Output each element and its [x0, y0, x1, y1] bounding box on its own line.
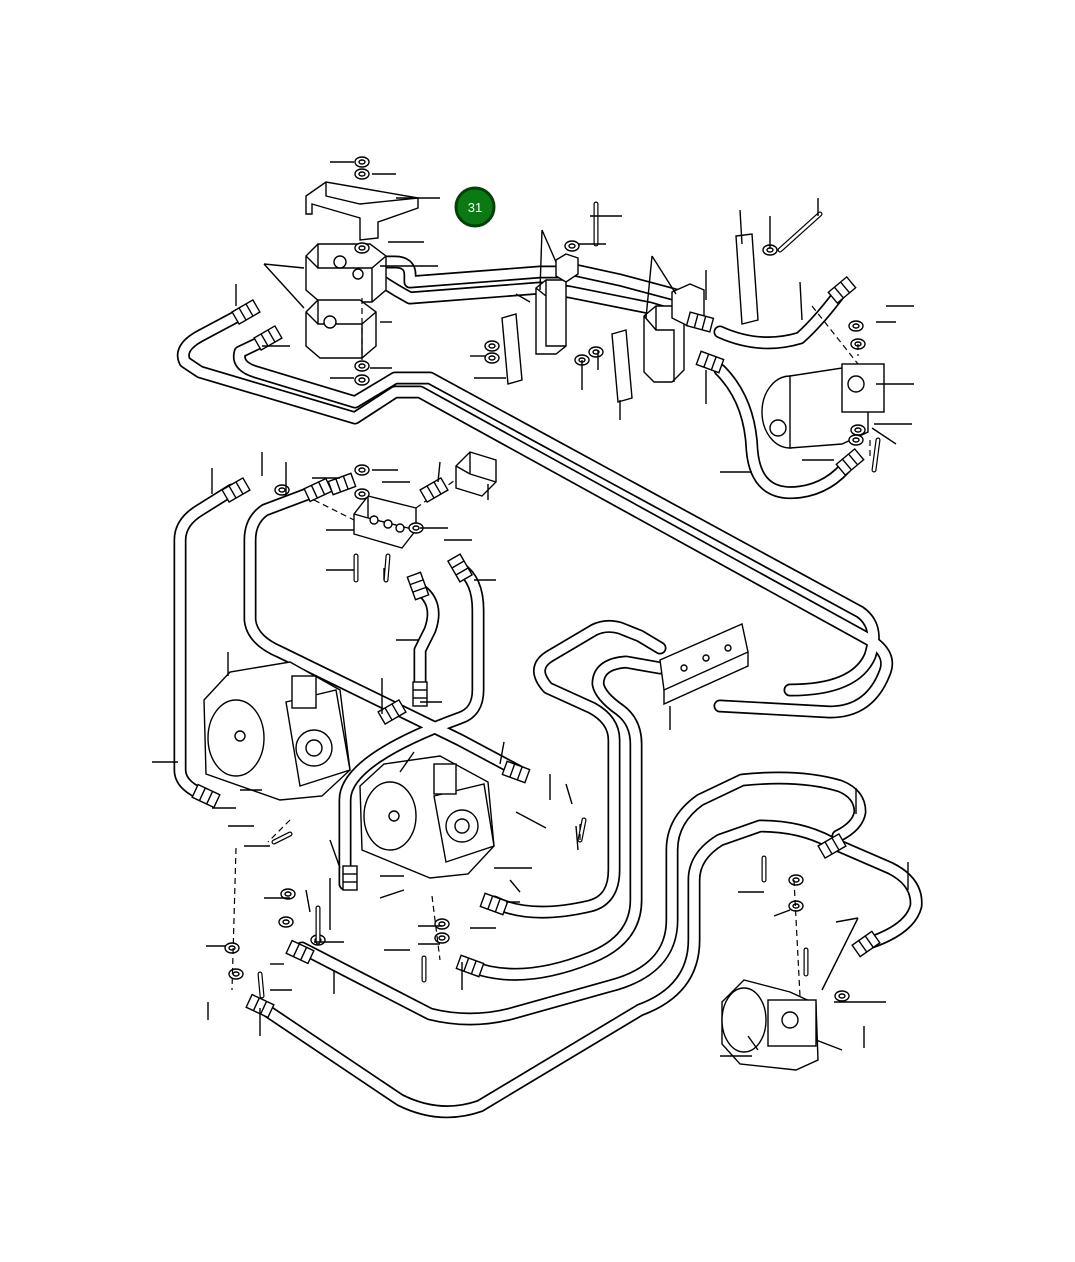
hose-lower-loops [253, 619, 923, 1119]
hose-clamp-mid-2 [643, 283, 705, 383]
clamp-block-lower [305, 299, 377, 359]
hydraulic-motor-upper [761, 363, 885, 449]
strap-plate-2 [611, 329, 633, 403]
hose-upper-main-line [373, 255, 697, 327]
callout-badge: 31 [454, 186, 496, 228]
reference-dashed-lines [231, 298, 871, 997]
strap-plate-3 [735, 233, 759, 325]
hose-clamp-mid-1 [535, 253, 579, 355]
hydraulic-pump-left [203, 661, 351, 801]
fittings-and-hardware [191, 156, 881, 1019]
callout-label: 31 [468, 200, 482, 215]
leader-lines [152, 161, 914, 1057]
bracket-cover-plate [305, 181, 419, 241]
clamp-block-upper [305, 243, 387, 303]
strap-plate-1 [501, 313, 523, 385]
hydraulic-motor-lower [721, 979, 819, 1071]
hose-right-motor-feed [713, 283, 857, 500]
hose-left-loop [176, 305, 894, 719]
support-bar-plate [659, 623, 749, 706]
hydraulic-pump-center [359, 755, 495, 879]
valve-block-small [455, 451, 497, 497]
